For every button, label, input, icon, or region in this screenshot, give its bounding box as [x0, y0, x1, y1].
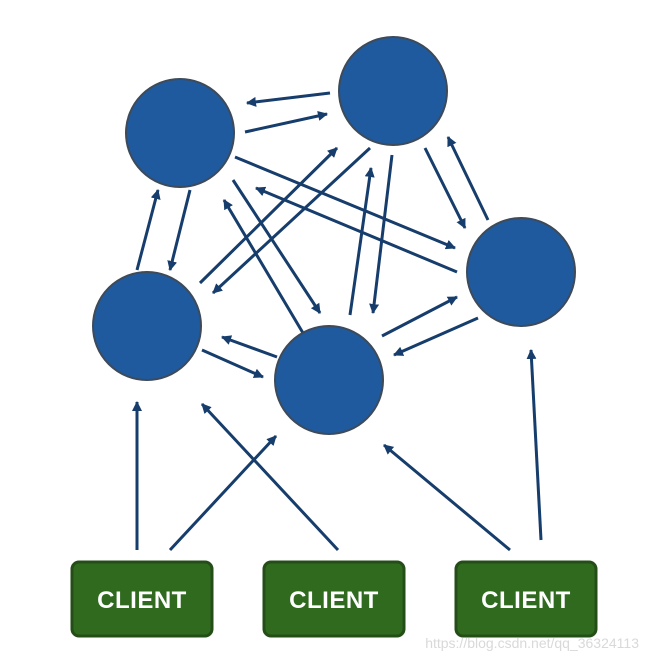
arrow-left-to-top-left [135, 189, 161, 271]
arrow-right-to-center [393, 316, 479, 357]
nodes [92, 36, 576, 435]
arrow-right-to-top-left [255, 186, 458, 274]
arrow-top-left-to-center [231, 179, 322, 314]
node-right[interactable] [466, 217, 576, 327]
arrow-right-to-top-right [446, 136, 490, 221]
watermark-text: https://blog.csdn.net/qq_36324113 [425, 635, 639, 651]
arrow-client3-to-center [383, 443, 511, 552]
arrow-top-right-to-right [423, 147, 467, 229]
arrow-center-to-left [221, 335, 278, 359]
client-label-2: CLIENT [289, 587, 379, 614]
client-box-1-shape [70, 560, 214, 638]
client-box-3-shape [454, 560, 598, 638]
client-box-3[interactable]: CLIENT [454, 560, 598, 638]
arrow-top-left-to-left [167, 189, 192, 271]
node-center[interactable] [274, 325, 384, 435]
client-box-2-shape [262, 560, 406, 638]
node-top-right[interactable] [338, 36, 448, 146]
arrow-client1-to-center [168, 434, 278, 552]
arrow-top-right-to-left [211, 146, 372, 295]
arrow-top-left-to-right [234, 155, 456, 250]
arrow-client3-to-right [526, 349, 543, 541]
node-top-left[interactable] [125, 78, 235, 188]
client-label-1: CLIENT [97, 587, 187, 614]
arrow-top-right-to-top-left [246, 91, 331, 107]
arrow-center-to-top-left [222, 199, 305, 334]
arrow-left-to-center [201, 348, 264, 379]
connection-arrows [132, 91, 543, 552]
arrow-client2-to-left [200, 402, 340, 552]
clients: CLIENT CLIENT CLIENT [70, 560, 598, 638]
node-left[interactable] [92, 271, 202, 381]
client-box-2[interactable]: CLIENT [262, 560, 406, 638]
arrow-center-to-top-right [348, 167, 375, 316]
client-box-1[interactable]: CLIENT [70, 560, 214, 638]
arrow-left-to-top-right [198, 146, 339, 285]
arrow-center-to-right [381, 295, 458, 338]
arrow-top-right-to-center [369, 154, 394, 314]
arrow-top-left-to-top-right [244, 111, 328, 134]
client-label-3: CLIENT [481, 587, 571, 614]
